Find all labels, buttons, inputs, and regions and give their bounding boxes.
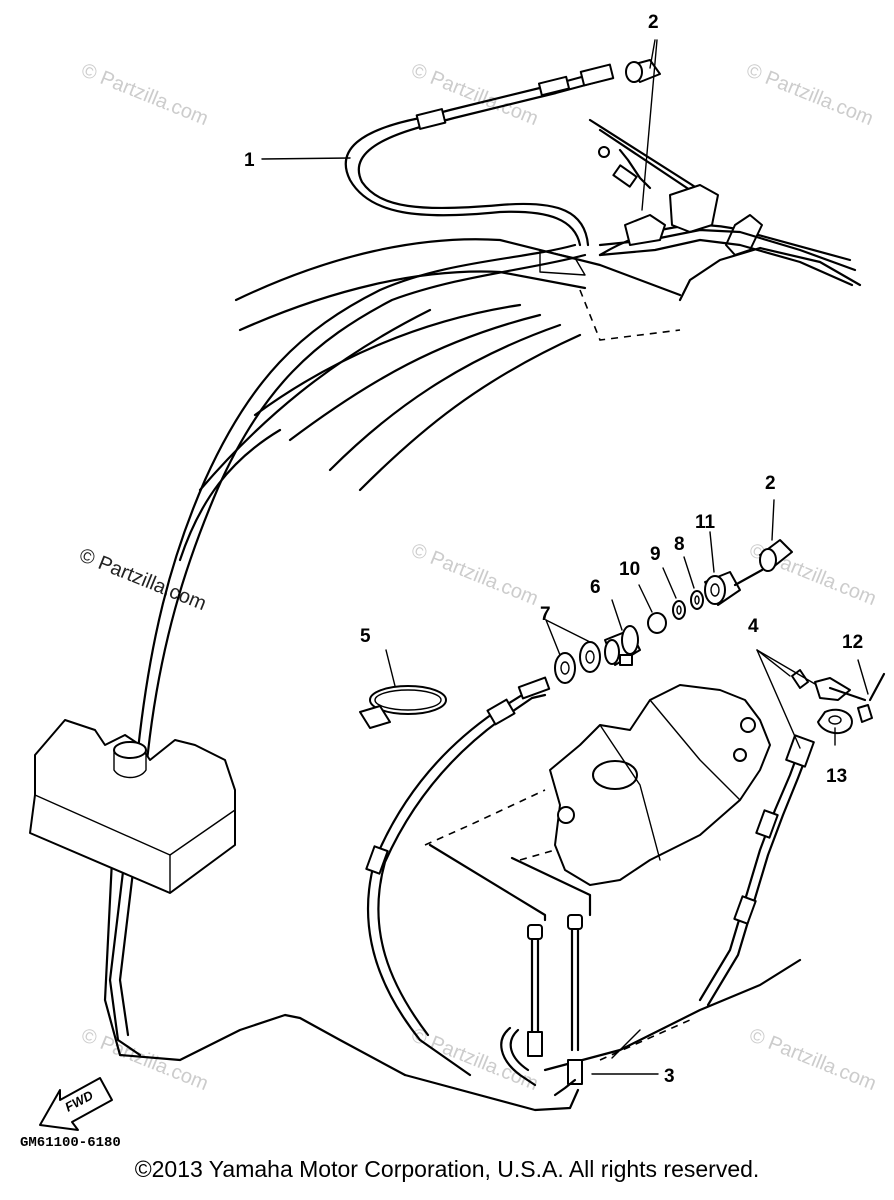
callout-8: 8 [674, 534, 685, 555]
callout-6: 6 [590, 577, 601, 598]
watermark: © Partzilla.com [746, 1024, 879, 1095]
choke-lever-parts [756, 649, 886, 749]
callout-1: 1 [244, 150, 255, 171]
callout-3: 3 [664, 1066, 675, 1087]
callout-2-mid: 2 [765, 473, 776, 494]
watermark: © Partzilla.com [408, 539, 541, 610]
callout-5: 5 [360, 626, 371, 647]
hull-bracket [29, 719, 236, 894]
callout-13: 13 [826, 766, 847, 787]
callout-10: 10 [619, 559, 640, 580]
shift-cable [365, 676, 551, 1077]
callouts: 1 2 2 3 4 5 6 7 8 9 10 11 12 13 [244, 12, 863, 1087]
watermark: © Partzilla.com [78, 59, 211, 130]
callout-9: 9 [650, 544, 661, 565]
fwd-arrow-icon: FWD [39, 1077, 113, 1131]
watermark-dark: © Partzilla.com [76, 544, 209, 615]
hose-clamp [359, 685, 447, 729]
leader-lines [261, 39, 869, 1075]
lower-fittings [428, 843, 592, 1097]
watermark: © Partzilla.com [743, 59, 876, 130]
hull-outline [98, 224, 862, 1112]
steering-cable [108, 243, 587, 1057]
drawing-code: GM61100-6180 [20, 1135, 121, 1151]
copyright-notice: ©2013 Yamaha Motor Corporation, U.S.A. A… [134, 1156, 760, 1182]
choke-cable [698, 734, 815, 1007]
callout-12: 12 [842, 632, 863, 653]
throttle-cable [344, 63, 615, 247]
engine-assembly [424, 684, 771, 886]
exploded-parts [554, 59, 793, 684]
callout-7: 7 [540, 604, 551, 625]
callout-2-top: 2 [648, 12, 659, 33]
handlebar-assembly [588, 118, 857, 287]
callout-4: 4 [748, 616, 759, 637]
callout-11: 11 [695, 512, 716, 533]
